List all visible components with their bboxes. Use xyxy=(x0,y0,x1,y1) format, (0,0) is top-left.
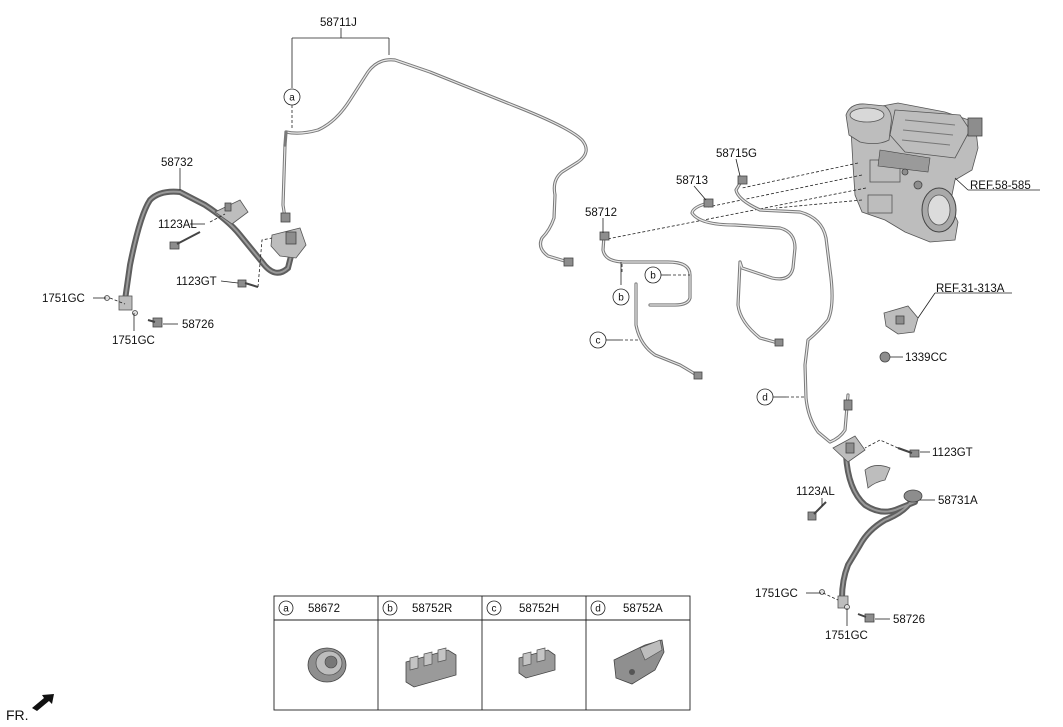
label-1751GC-left-a: 1751GC xyxy=(42,293,85,305)
abs-module-drawing xyxy=(845,102,983,243)
label-1123GT-left: 1123GT xyxy=(176,276,217,288)
svg-text:b: b xyxy=(618,293,624,304)
bolt-1123AL-right xyxy=(807,501,827,521)
bracket-ref-31-313A xyxy=(879,305,919,363)
label-1123GT-right: 1123GT xyxy=(932,447,973,459)
svg-text:a: a xyxy=(283,604,289,615)
triple-clip-icon xyxy=(405,647,457,688)
label-1339CC: 1339CC xyxy=(905,352,947,364)
label-1123AL-right: 1123AL xyxy=(796,486,835,498)
callout-c: c xyxy=(589,331,607,349)
grommet-icon xyxy=(307,647,347,683)
bolt-1123AL-left xyxy=(169,231,201,250)
svg-text:b: b xyxy=(650,271,656,282)
legend-part-58752R: 58752R xyxy=(412,603,452,615)
right-bracket xyxy=(832,435,923,609)
legend-cell-d: d 58752A xyxy=(590,600,665,685)
svg-text:c: c xyxy=(596,336,601,347)
legend-part-58752A: 58752A xyxy=(623,603,663,615)
bolt-1123GT-left xyxy=(237,279,259,288)
label-58712: 58712 xyxy=(585,207,617,219)
legend-cell-a: a 58672 xyxy=(278,600,347,683)
legend-cell-c: c 58752H xyxy=(486,600,559,679)
label-58732: 58732 xyxy=(161,157,193,169)
double-clip-icon xyxy=(518,647,556,679)
label-58731A: 58731A xyxy=(938,495,978,507)
label-1123AL-left: 1123AL xyxy=(158,219,197,231)
svg-text:d: d xyxy=(762,393,768,404)
label-58726-right: 58726 xyxy=(893,614,925,626)
label-58711J: 58711J xyxy=(320,17,357,29)
bolt-1123GT-right xyxy=(897,447,920,458)
svg-text:a: a xyxy=(289,93,295,104)
callout-a: a xyxy=(283,88,301,106)
legend-cell-b: b 58752R xyxy=(382,600,457,688)
front-arrow-icon xyxy=(32,694,54,711)
front-indicator: FR. xyxy=(6,694,54,723)
label-1751GC-right-b: 1751GC xyxy=(825,630,868,642)
line-fittings xyxy=(280,175,853,411)
label-58713: 58713 xyxy=(676,175,708,187)
leader-lines xyxy=(93,28,1040,626)
callout-d: d xyxy=(756,388,774,406)
label-1751GC-right-a: 1751GC xyxy=(755,588,798,600)
bolt-58726-right xyxy=(857,613,875,623)
ref-31-313A: REF.31-313A xyxy=(936,283,1005,295)
callout-b-lower: b xyxy=(612,288,630,306)
callout-b-upper: b xyxy=(644,266,662,284)
label-58715G: 58715G xyxy=(716,148,757,160)
left-bracket xyxy=(118,199,307,311)
ref-58-585: REF.58-585 xyxy=(970,180,1031,192)
bolt-58726-left xyxy=(147,317,163,328)
label-58726-left: 58726 xyxy=(182,319,214,331)
clip-legend-table: a 58672 b 58752R c 58752H xyxy=(273,595,691,711)
legend-part-58672: 58672 xyxy=(308,603,340,615)
label-1751GC-left-b: 1751GC xyxy=(112,335,155,347)
bracket-clip-icon xyxy=(613,639,665,685)
svg-text:d: d xyxy=(595,604,601,615)
svg-text:b: b xyxy=(387,604,393,615)
legend-part-58752H: 58752H xyxy=(519,603,559,615)
svg-text:c: c xyxy=(492,604,497,615)
svg-text:FR.: FR. xyxy=(6,707,29,723)
